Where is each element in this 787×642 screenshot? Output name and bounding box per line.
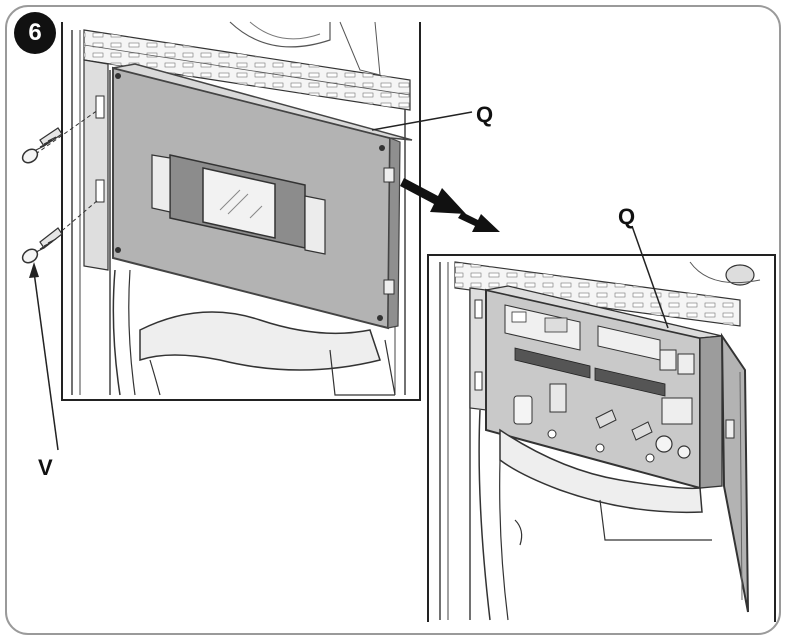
left-scene: [21, 21, 473, 451]
right-scene-border: [427, 254, 776, 622]
lower-shell-right: [499, 428, 703, 514]
right-scene: [427, 225, 776, 622]
arrow-icon: [400, 178, 500, 232]
left-bracket: [83, 59, 109, 271]
outer-frame: [5, 5, 781, 635]
cover-panel-open: [720, 332, 749, 613]
screw-icon: [21, 109, 99, 164]
lower-shell: [139, 311, 381, 371]
left-scene-border: [61, 22, 421, 401]
screw-icon: [21, 199, 99, 264]
callout-q-bottom: Q: [618, 204, 636, 229]
leader-q-bottom: [631, 225, 669, 329]
step-number-badge: 6: [14, 12, 56, 54]
callout-v: V: [38, 455, 53, 480]
leader-q-top: [371, 111, 473, 131]
callout-q-top: Q: [476, 102, 494, 127]
leader-v: [33, 271, 59, 451]
